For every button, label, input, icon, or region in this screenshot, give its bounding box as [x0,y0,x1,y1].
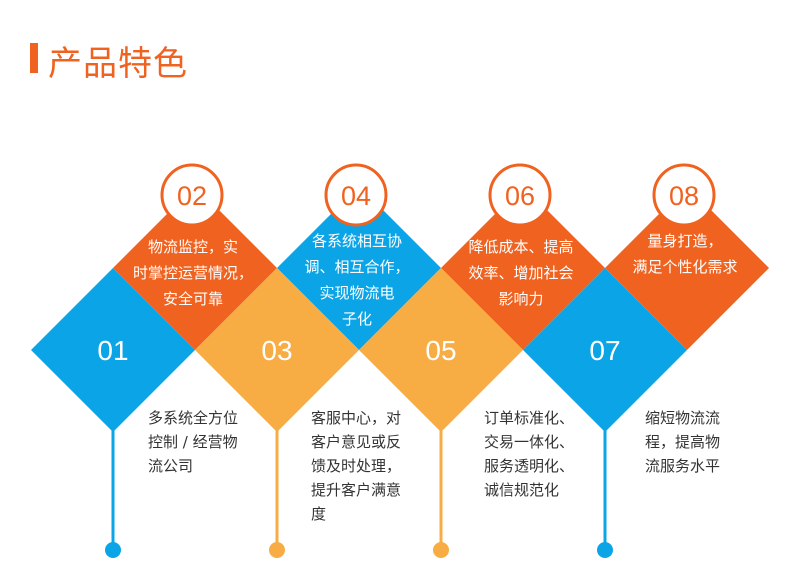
timeline-dot [105,542,121,558]
title-accent-bar [30,43,38,73]
feature-text-line: 量身打造， [647,232,722,250]
feature-text-line: 效率、增加社会 [468,264,573,282]
lower-diamond-05 [359,268,523,432]
feature-text-line: 调、相互合作， [304,258,409,276]
timeline-dot [269,542,285,558]
step-number: 05 [425,335,456,366]
timeline-dot [597,542,613,558]
feature-text-line: 子化 [342,310,372,328]
page-title: 产品特色 [48,44,188,84]
feature-description-07: 缩短物流流 程，提高物 流服务水平 [645,409,721,475]
feature-text-line: 满足个性化需求 [632,258,737,276]
feature-text-line: 安全可靠 [163,290,223,308]
number-circle [488,163,552,227]
feature-text-line: 物流监控，实 [148,238,238,256]
step-number: 01 [97,335,128,366]
feature-text-line: 实现物流电 [319,284,394,302]
step-number: 04 [341,181,371,211]
number-circle [324,163,388,227]
lower-diamond-07 [523,268,687,432]
feature-text-line: 降低成本、提高 [468,238,573,256]
feature-description-01: 多系统全方位 控制 / 经营物 流公司 [148,409,239,475]
step-number: 06 [505,181,535,211]
step-number: 03 [261,335,292,366]
feature-text-line: 各系统相互协 [312,232,402,250]
step-number: 08 [669,181,699,211]
feature-description-05: 订单标准化、 交易一体化、 服务透明化、 诚信规范化 [484,409,575,499]
lower-diamond-03 [195,268,359,432]
lower-diamond-01 [31,268,195,432]
feature-text-line: 影响力 [498,290,543,308]
number-circle [652,163,716,227]
step-number: 07 [589,335,620,366]
feature-description-03: 客服中心，对 客户意见或反 馈及时处理， 提升客户满意 度 [311,409,402,523]
step-number: 02 [177,181,207,211]
timeline-dot [433,542,449,558]
number-circle [160,163,224,227]
feature-text-line: 时掌控运营情况， [133,264,253,282]
